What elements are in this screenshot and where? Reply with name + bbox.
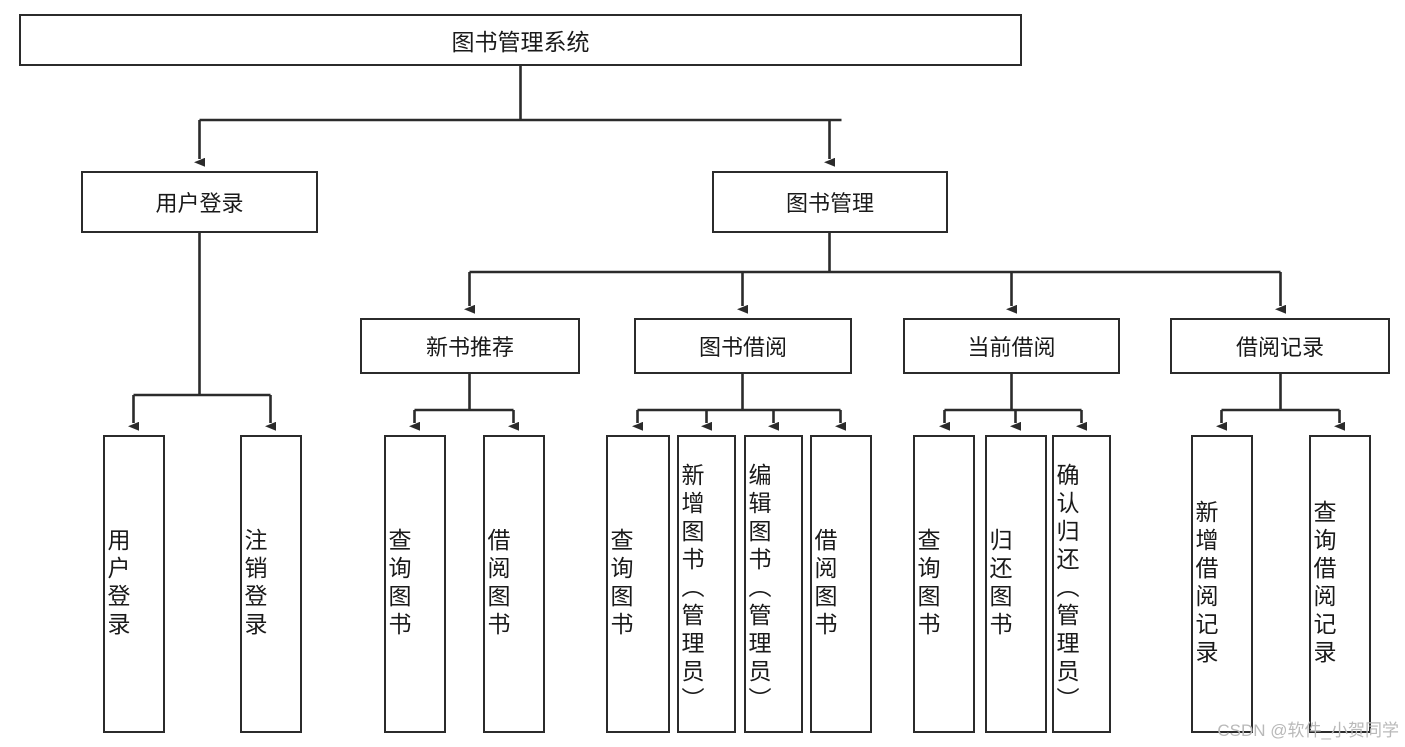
node-book-borrow-label: 图书借阅 [698, 335, 787, 360]
node-user-login-label: 用户登录 [155, 191, 244, 216]
node-leaf-query-book-rec-label: 查询图书 [385, 528, 411, 640]
node-book-manage[interactable]: 图书管理 [712, 171, 948, 233]
node-book-borrow[interactable]: 图书借阅 [634, 318, 852, 374]
node-borrow-record[interactable]: 借阅记录 [1170, 318, 1390, 374]
node-leaf-query-book-current-label: 查询图书 [914, 528, 940, 640]
node-leaf-borrow-book-rec[interactable]: 借阅图书 [483, 435, 545, 733]
node-borrow-record-label: 借阅记录 [1235, 335, 1324, 360]
node-leaf-query-borrow-record-label: 查询借阅记录 [1310, 500, 1336, 668]
node-leaf-confirm-return-admin[interactable]: 确认归还（管理员） [1052, 435, 1111, 733]
node-current-borrow-label: 当前借阅 [967, 335, 1056, 360]
node-leaf-borrow-book[interactable]: 借阅图书 [810, 435, 872, 733]
node-leaf-add-book-admin[interactable]: 新增图书（管理员） [677, 435, 736, 733]
node-leaf-logout-label: 注销登录 [241, 528, 267, 640]
node-leaf-user-login-label: 用户登录 [104, 528, 130, 640]
node-leaf-query-borrow-record[interactable]: 查询借阅记录 [1309, 435, 1371, 733]
node-new-book-recommend-label: 新书推荐 [425, 335, 514, 360]
node-leaf-edit-book-admin[interactable]: 编辑图书（管理员） [744, 435, 803, 733]
node-leaf-query-book-rec[interactable]: 查询图书 [384, 435, 446, 733]
node-user-login[interactable]: 用户登录 [81, 171, 318, 233]
node-leaf-edit-book-admin-label: 编辑图书（管理员） [745, 463, 771, 715]
node-current-borrow[interactable]: 当前借阅 [903, 318, 1120, 374]
node-leaf-add-borrow-record[interactable]: 新增借阅记录 [1191, 435, 1253, 733]
node-root[interactable]: 图书管理系统 [19, 14, 1022, 66]
node-leaf-logout[interactable]: 注销登录 [240, 435, 302, 733]
node-new-book-recommend[interactable]: 新书推荐 [360, 318, 580, 374]
node-leaf-query-book-borrow[interactable]: 查询图书 [606, 435, 670, 733]
node-leaf-return-book[interactable]: 归还图书 [985, 435, 1047, 733]
node-book-manage-label: 图书管理 [785, 191, 874, 216]
node-leaf-confirm-return-admin-label: 确认归还（管理员） [1053, 463, 1079, 715]
node-leaf-user-login[interactable]: 用户登录 [103, 435, 165, 733]
node-leaf-add-book-admin-label: 新增图书（管理员） [678, 463, 704, 715]
node-leaf-return-book-label: 归还图书 [986, 528, 1012, 640]
node-leaf-add-borrow-record-label: 新增借阅记录 [1192, 500, 1218, 668]
node-leaf-query-book-current[interactable]: 查询图书 [913, 435, 975, 733]
node-leaf-borrow-book-rec-label: 借阅图书 [484, 528, 510, 640]
node-leaf-query-book-borrow-label: 查询图书 [607, 528, 633, 640]
node-leaf-borrow-book-label: 借阅图书 [811, 528, 837, 640]
node-root-label: 图书管理系统 [451, 29, 590, 55]
